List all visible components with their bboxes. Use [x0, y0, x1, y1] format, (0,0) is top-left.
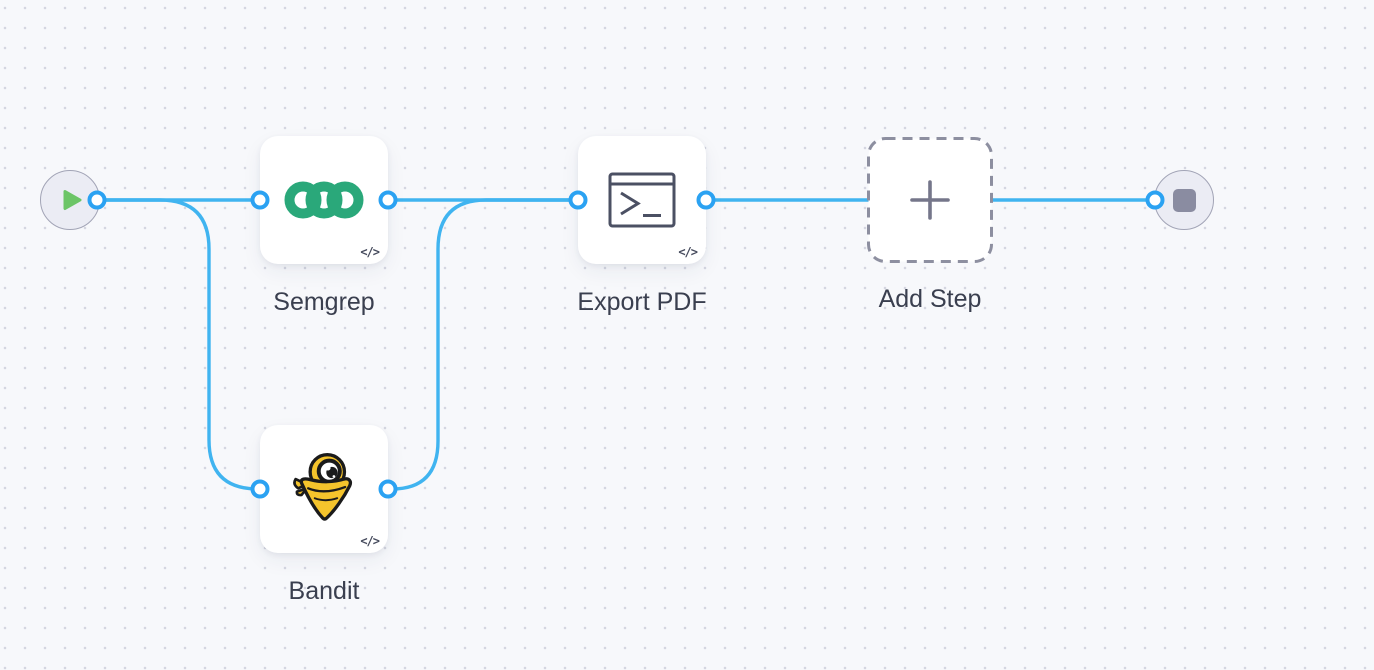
node-label-add-step: Add Step — [878, 285, 982, 313]
node-label-export-pdf: Export PDF — [577, 288, 707, 316]
node-semgrep[interactable]: </> — [260, 136, 388, 264]
port-semgrep-input[interactable] — [250, 190, 270, 210]
port-start-output[interactable] — [87, 190, 107, 210]
wire-start-bandit — [95, 198, 262, 491]
terminal-icon — [608, 172, 676, 228]
code-badge-icon: </> — [678, 245, 698, 259]
port-end-input[interactable] — [1145, 190, 1165, 210]
port-export-output[interactable] — [696, 190, 716, 210]
port-bandit-input[interactable] — [250, 479, 270, 499]
node-export-pdf[interactable]: </> — [578, 136, 706, 264]
code-badge-icon: </> — [360, 534, 380, 548]
port-semgrep-output[interactable] — [378, 190, 398, 210]
play-icon — [63, 190, 82, 210]
plus-icon — [910, 180, 950, 220]
semgrep-logo-icon — [284, 181, 364, 219]
port-bandit-output[interactable] — [378, 479, 398, 499]
node-label-bandit: Bandit — [288, 577, 360, 605]
wire-bandit-exportpdf — [386, 198, 580, 491]
add-step-button[interactable] — [867, 137, 993, 263]
node-bandit[interactable]: </> — [260, 425, 388, 553]
node-label-semgrep: Semgrep — [273, 288, 375, 316]
code-badge-icon: </> — [360, 245, 380, 259]
port-export-input[interactable] — [568, 190, 588, 210]
bandit-logo-icon — [293, 453, 353, 521]
stop-icon — [1172, 188, 1196, 212]
